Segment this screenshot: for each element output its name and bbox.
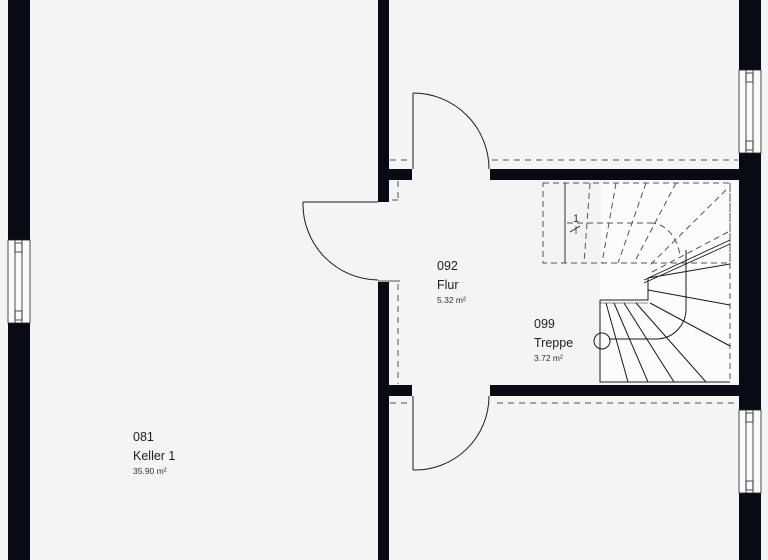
window-left	[7, 239, 31, 324]
door-keller	[302, 201, 400, 282]
room-name: Treppe	[534, 335, 574, 350]
right-exterior-wall	[739, 0, 761, 560]
room-name: Keller 1	[133, 448, 176, 463]
interior-wall-vertical	[378, 0, 389, 560]
left-exterior-wall	[8, 0, 30, 560]
room-area: 5.32 m²	[437, 295, 466, 305]
room-label-flur: 092 Flur 5.32 m²	[437, 260, 466, 305]
overhead-dashed-lines	[390, 159, 738, 404]
interior-wall-upper	[389, 169, 739, 180]
room-area: 3.72 m²	[534, 353, 563, 363]
staircase	[542, 181, 737, 383]
room-number: 092	[437, 259, 458, 273]
room-label-keller: 081 Keller 1 35.90 m²	[133, 431, 175, 476]
stair-section-mark: 1	[573, 213, 579, 225]
interior-wall-lower	[389, 385, 739, 396]
window-right-upper	[738, 69, 762, 154]
window-right-lower	[738, 409, 762, 494]
room-label-treppe: 099 Treppe 3.72 m²	[534, 318, 573, 363]
room-number: 099	[534, 317, 555, 331]
room-name: Flur	[437, 277, 459, 292]
room-area: 35.90 m²	[133, 466, 167, 476]
door-upper	[412, 92, 490, 170]
room-number: 081	[133, 430, 154, 444]
door-lower	[412, 395, 490, 471]
